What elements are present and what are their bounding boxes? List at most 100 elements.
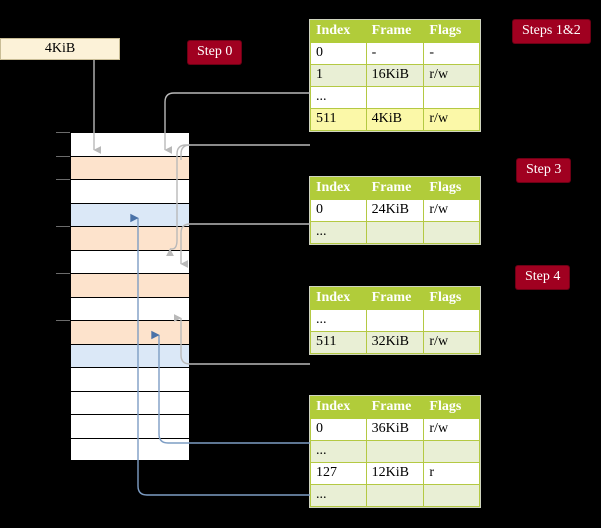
cell-frame (365, 221, 425, 244)
memory-frame-row (70, 179, 190, 203)
step-badge-label: Step 3 (526, 162, 562, 177)
cell-flags: r/w (423, 108, 480, 131)
cell-index: 0 (310, 418, 367, 441)
column-header-frame: Frame (365, 20, 425, 43)
cell-frame: 24KiB (365, 199, 425, 222)
cell-frame: 12KiB (365, 462, 425, 485)
cell-flags: r/w (423, 64, 480, 87)
step-badge-label: Step 4 (525, 269, 561, 284)
cell-frame (365, 309, 425, 332)
step-badge-step-0: Step 0 (188, 41, 242, 64)
cell-frame: - (365, 42, 425, 65)
cell-frame (365, 86, 425, 109)
memory-frame-tick (56, 179, 70, 180)
cell-index: ... (310, 309, 367, 332)
memory-frame-tick (56, 155, 70, 157)
cell-flags (423, 221, 480, 244)
memory-frame-row (70, 296, 190, 320)
column-header-index: Index (310, 287, 367, 310)
cell-flags: r/w (423, 418, 480, 441)
cell-frame: 16KiB (365, 64, 425, 87)
column-header-index: Index (310, 177, 367, 200)
memory-frame-row (70, 343, 190, 367)
memory-frame-tick (56, 320, 70, 321)
table-row: ... (310, 309, 480, 332)
cell-index: ... (310, 440, 367, 463)
memory-frame-tick (56, 273, 70, 274)
memory-frame-row (70, 249, 190, 273)
cell-flags: - (423, 42, 480, 65)
cell-index: 511 (310, 108, 367, 131)
memory-frame-row (70, 273, 190, 297)
cell-flags (423, 309, 480, 332)
memory-frame-row (70, 202, 190, 226)
memory-frame-tick (56, 132, 70, 133)
cell-frame (365, 440, 425, 463)
table-row: ... (310, 440, 480, 463)
cell-flags: r (423, 462, 480, 485)
cell-index: ... (310, 221, 367, 244)
cell-frame: 36KiB (365, 418, 425, 441)
virtual-address-box: 4KiB (0, 38, 120, 60)
column-header-index: Index (310, 20, 367, 43)
cell-flags: r/w (423, 331, 480, 354)
cell-index: 511 (310, 331, 367, 354)
memory-frame-row (70, 226, 190, 250)
column-header-flags: Flags (423, 20, 480, 43)
cell-index: ... (310, 484, 367, 507)
column-header-frame: Frame (365, 396, 425, 419)
cell-index: 127 (310, 462, 367, 485)
table-row: ... (310, 221, 480, 244)
cell-index: 0 (310, 199, 367, 222)
step-badge-step-4: Step 4 (516, 266, 570, 289)
virtual-address-label: 4KiB (44, 41, 76, 56)
column-header-flags: Flags (423, 287, 480, 310)
cell-flags (423, 484, 480, 507)
column-header-flags: Flags (423, 396, 480, 419)
memory-frame-row (70, 155, 190, 179)
step-badge-label: Step 0 (197, 44, 233, 59)
cell-frame: 32KiB (365, 331, 425, 354)
memory-frame-row (70, 367, 190, 391)
memory-frame-row (70, 390, 190, 414)
cell-flags (423, 440, 480, 463)
memory-frame-tick (56, 226, 70, 227)
table-row: ... (310, 86, 480, 109)
physical-memory-column (56, 132, 190, 461)
cell-flags (423, 86, 480, 109)
step-badge-steps-1-2: Steps 1&2 (513, 20, 590, 43)
cell-index: 0 (310, 42, 367, 65)
memory-frame-row (70, 414, 190, 438)
step-badge-label: Steps 1&2 (522, 23, 581, 38)
wire-table1-row511-to-frame (166, 144, 310, 256)
column-header-flags: Flags (423, 177, 480, 200)
table-row: 0-- (310, 42, 480, 65)
table-row: ... (310, 484, 480, 507)
memory-frame-row (70, 132, 190, 156)
cell-flags: r/w (423, 199, 480, 222)
column-header-frame: Frame (365, 177, 425, 200)
memory-frame-row (70, 437, 190, 461)
cell-index: 1 (310, 64, 367, 87)
column-header-frame: Frame (365, 287, 425, 310)
cell-frame: 4KiB (365, 108, 425, 131)
wire-table3-row511-to-frame (174, 314, 310, 365)
cell-frame (365, 484, 425, 507)
column-header-index: Index (310, 396, 367, 419)
memory-frame-row (70, 320, 190, 344)
